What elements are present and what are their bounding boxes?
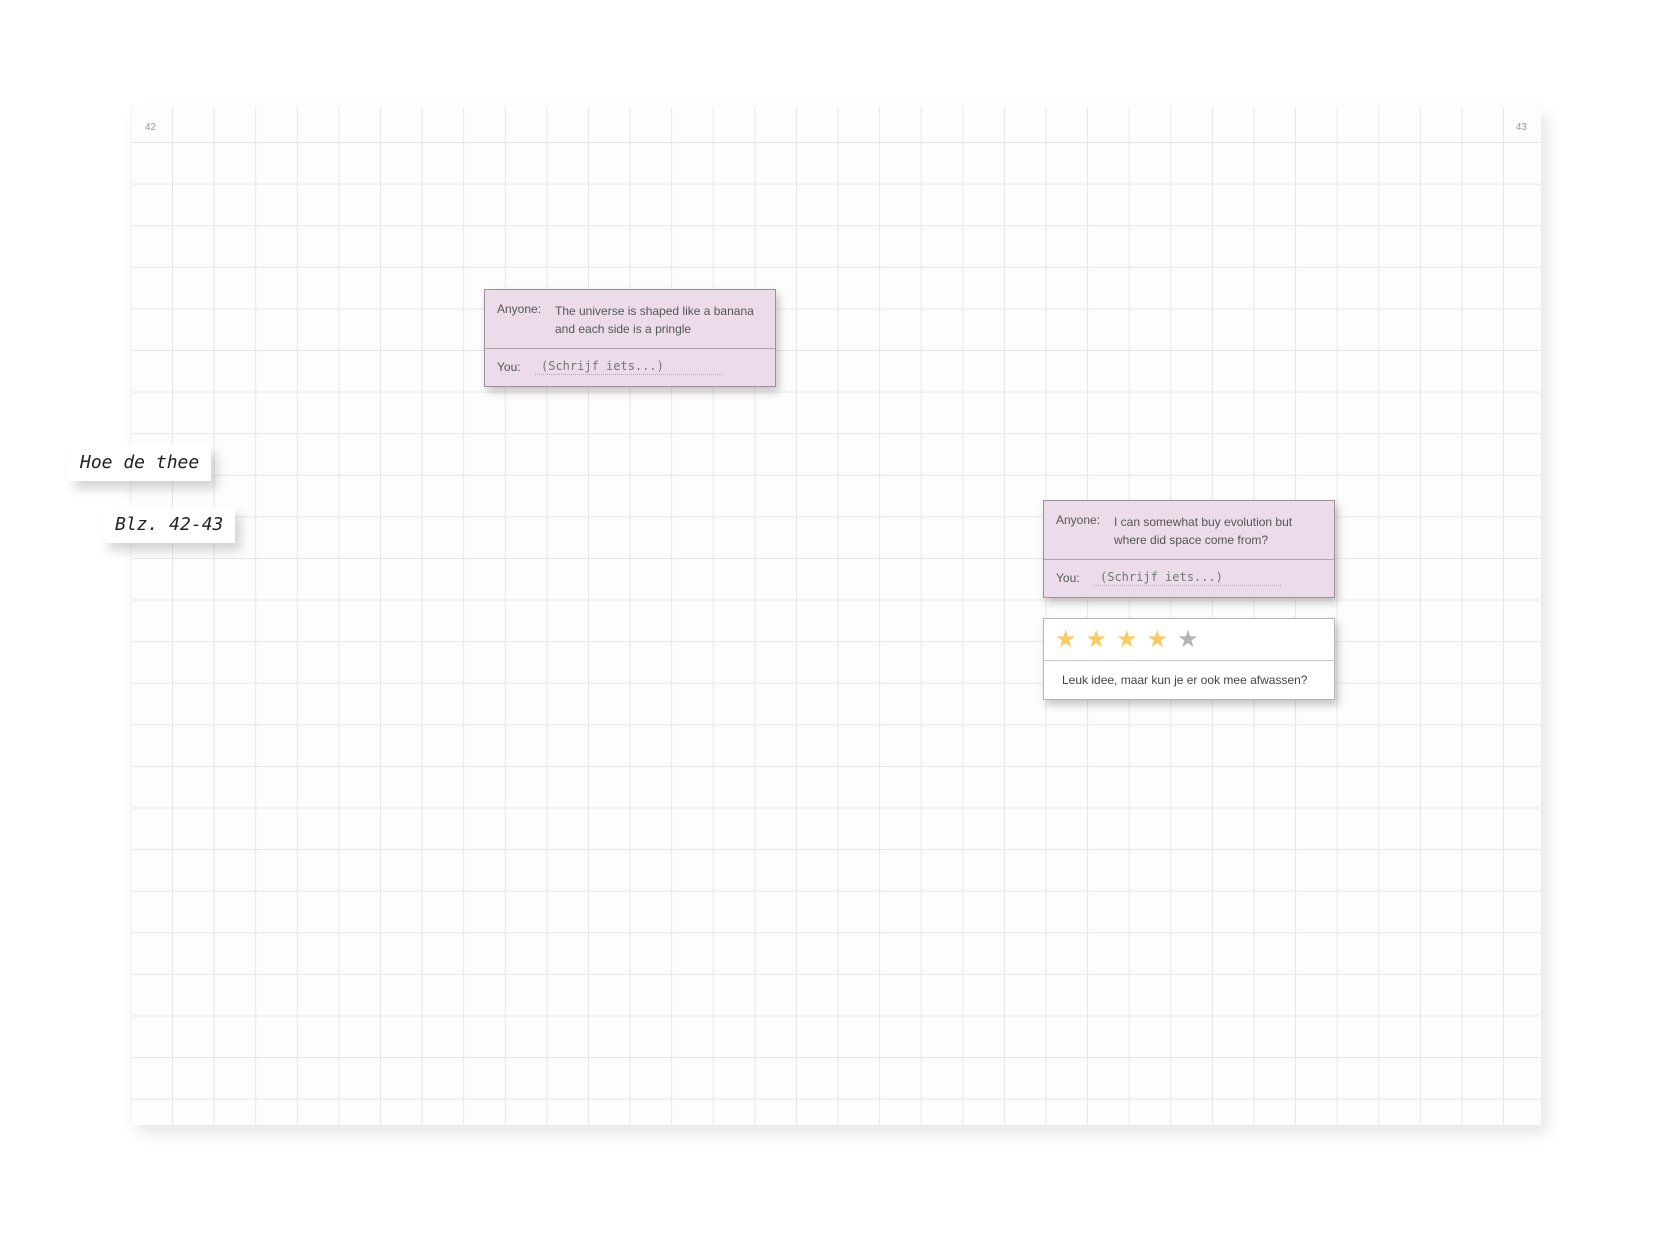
reply-input[interactable] xyxy=(1094,570,1281,586)
divider xyxy=(485,348,775,349)
anyone-label: Anyone: xyxy=(1056,513,1101,527)
star-rating[interactable]: ★ ★ ★ ★ ★ xyxy=(1044,619,1334,660)
reply-input[interactable] xyxy=(535,359,722,375)
page-range-label: Blz. 42-43 xyxy=(103,507,236,543)
comment-card-1: Anyone: The universe is shaped like a ba… xyxy=(484,289,776,387)
book-title-label: Hoe de thee xyxy=(68,445,212,481)
comment-card-2: Anyone: I can somewhat buy evolution but… xyxy=(1043,500,1335,598)
divider xyxy=(1044,559,1334,560)
you-label: You: xyxy=(497,360,521,374)
you-label: You: xyxy=(1056,571,1080,585)
star-filled-icon[interactable]: ★ xyxy=(1055,626,1077,653)
page-number-left: 42 xyxy=(145,122,157,133)
star-filled-icon[interactable]: ★ xyxy=(1146,626,1169,653)
comment-message-row: Anyone: The universe is shaped like a ba… xyxy=(485,290,775,348)
star-filled-icon[interactable]: ★ xyxy=(1116,626,1138,653)
star-empty-icon[interactable]: ★ xyxy=(1177,626,1199,653)
comment-message: The universe is shaped like a banana and… xyxy=(555,304,754,336)
anyone-label: Anyone: xyxy=(497,302,542,316)
reply-row: You: xyxy=(1044,560,1334,597)
page-number-right: 43 xyxy=(1515,122,1527,133)
review-card: ★ ★ ★ ★ ★ Leuk idee, maar kun je er ook mee … xyxy=(1043,618,1335,700)
comment-message-row: Anyone: I can somewhat buy evolution but… xyxy=(1044,501,1334,559)
divider xyxy=(1044,660,1334,661)
star-filled-icon[interactable]: ★ xyxy=(1085,626,1108,653)
reply-row: You: xyxy=(485,349,775,386)
review-text: Leuk idee, maar kun je er ook mee afwass… xyxy=(1062,673,1308,687)
notebook-spread: 42 43 xyxy=(131,107,1541,1125)
comment-message: I can somewhat buy evolution but where d… xyxy=(1114,515,1293,547)
